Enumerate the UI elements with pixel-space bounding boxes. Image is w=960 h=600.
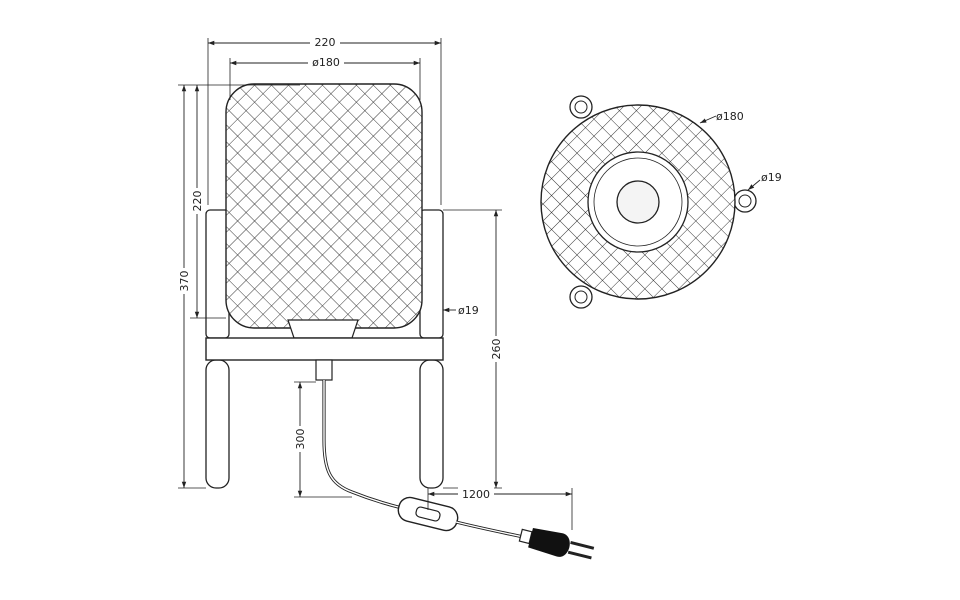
top-view: ø180 ø19: [540, 95, 782, 309]
top-dim-leg-diameter: ø19: [747, 171, 782, 191]
top-bulb: [616, 180, 660, 224]
power-cable: [322, 380, 403, 510]
dim-overall-width-label: 220: [315, 36, 336, 49]
woven-shade: [225, 83, 423, 329]
dim-overall-width: 220: [207, 34, 442, 205]
dim-cable-drop: 300: [292, 381, 352, 498]
top-dim-shade-diameter: ø180: [699, 110, 744, 124]
dim-shade-height-label: 220: [191, 191, 204, 212]
cable-grommet: [315, 359, 333, 381]
top-dim-shade-diameter-label: ø180: [716, 110, 744, 123]
dim-cable-length-label: 1200: [462, 488, 490, 501]
front-view: 220 ø180 370 220 ø19: [176, 34, 595, 560]
right-leg: [419, 359, 444, 489]
switch-rocker: [415, 506, 441, 522]
dim-leg-diameter: ø19: [443, 304, 479, 317]
power-plug: [518, 527, 595, 560]
top-leg-lugs: [569, 95, 757, 309]
dim-frame-height: 260: [443, 209, 504, 489]
dim-cable-length: 1200: [427, 486, 573, 530]
dim-frame-height-label: 260: [490, 339, 503, 360]
lamp-socket: [287, 319, 359, 339]
top-dim-leg-diameter-label: ø19: [761, 171, 782, 184]
dim-leg-diameter-label: ø19: [458, 304, 479, 317]
dim-total-height-label: 370: [178, 271, 191, 292]
inline-switch: [397, 496, 459, 532]
frame-legs: [205, 209, 444, 489]
right-upper-post: [419, 209, 444, 339]
dim-shade-diameter-label: ø180: [312, 56, 340, 69]
dim-shade-height: 220: [189, 85, 226, 319]
left-leg: [205, 359, 230, 489]
base-plate: [205, 337, 444, 361]
dim-shade-diameter: ø180: [229, 54, 421, 100]
dim-cable-drop-label: 300: [294, 429, 307, 450]
dim-total-height: 370: [176, 84, 300, 489]
